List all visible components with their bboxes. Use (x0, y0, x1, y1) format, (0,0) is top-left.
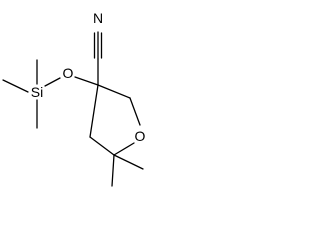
ring-bond-c4-to-c3 (89, 84, 99, 138)
bond-c5-methyl-down (111, 154, 115, 187)
ring-bond-oxygen-to-c5 (113, 142, 135, 156)
silicon-label: Si (31, 84, 43, 100)
ring-bond-c3-to-c2 (97, 84, 131, 99)
ring-bond-c5-to-c4 (89, 136, 115, 156)
bond-oxygen-to-silicon (44, 77, 61, 87)
bond-c5-methyl-right (113, 154, 144, 170)
ring-bond-c2-to-oxygen (129, 97, 141, 126)
bond-c3-to-siloxy-oxygen (74, 76, 99, 86)
nitrile-nitrogen-label: N (93, 10, 103, 26)
chemical-structure: N O Si O (2, 10, 146, 187)
ring-oxygen-label: O (135, 128, 146, 144)
bond-silicon-methyl-left (2, 79, 29, 93)
siloxy-oxygen-label: O (63, 65, 74, 81)
